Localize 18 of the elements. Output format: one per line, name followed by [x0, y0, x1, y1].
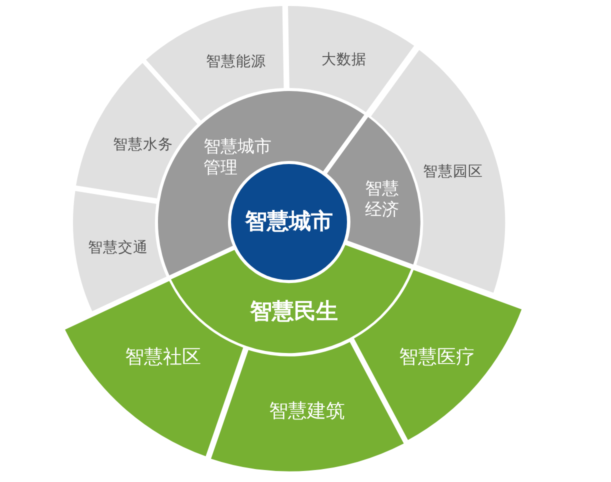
ring-segment: [72, 190, 166, 311]
segment-label: 智慧交通: [88, 238, 148, 258]
ring-segment: [146, 6, 284, 121]
ring-segment: [64, 281, 243, 456]
segment-label: 智慧民生: [250, 298, 338, 326]
hub-label: 智慧城市: [245, 208, 333, 236]
segment-label: 智慧医疗: [398, 346, 475, 370]
segment-label: 智慧社区: [124, 346, 201, 370]
segment-label: 智慧水务: [112, 136, 173, 154]
segment-label: 智慧经济: [364, 178, 400, 222]
segment-label: 智慧能源: [206, 52, 266, 72]
segment-label: 大数据: [321, 50, 366, 70]
segment-label: 智慧建筑: [268, 400, 345, 424]
segment-label: 智慧城市管理: [203, 136, 272, 180]
segment-label: 智慧园区: [422, 162, 483, 182]
ring-segment: [288, 6, 414, 112]
ring-segment: [354, 270, 522, 440]
ring-segment: [76, 63, 198, 199]
